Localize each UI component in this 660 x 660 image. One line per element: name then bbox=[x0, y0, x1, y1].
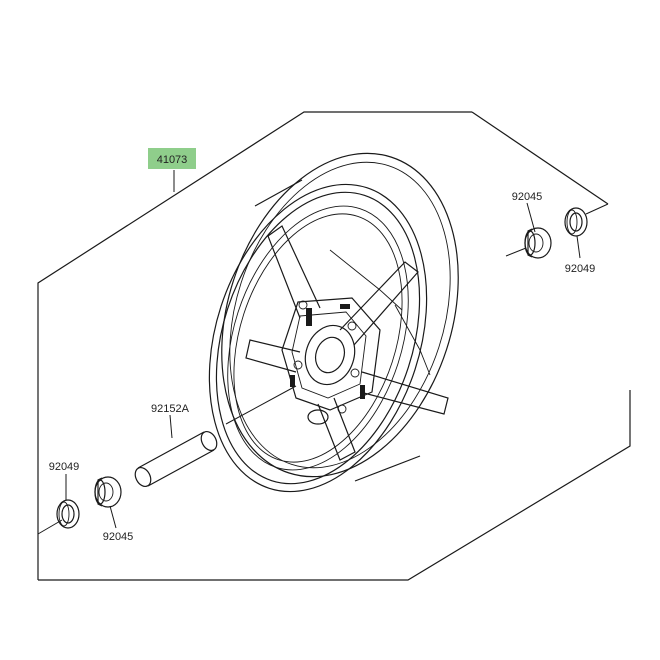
part-label-bearing-left[interactable]: 92045 bbox=[103, 531, 134, 543]
wheel-drawing[interactable] bbox=[172, 123, 498, 520]
part-label-highlight bbox=[148, 148, 196, 169]
part-label-seal-left[interactable]: 92049 bbox=[49, 461, 80, 473]
spacer-tube[interactable] bbox=[132, 429, 220, 489]
seal-left[interactable] bbox=[56, 499, 80, 529]
axis-lines bbox=[37, 203, 609, 535]
wheel-spokes bbox=[245, 225, 449, 461]
part-label-spacer[interactable]: 92152A bbox=[151, 403, 190, 415]
part-label-seal-right[interactable]: 92049 bbox=[565, 263, 596, 275]
leader-lines bbox=[65, 170, 581, 529]
seal-right[interactable] bbox=[564, 207, 588, 237]
assembly-frame bbox=[37, 111, 631, 581]
part-label-bearing-right[interactable]: 92045 bbox=[512, 191, 543, 203]
bearing-right[interactable] bbox=[524, 227, 552, 259]
bearing-left[interactable] bbox=[94, 476, 122, 508]
wheel-hub bbox=[281, 297, 381, 425]
part-label-wheel[interactable]: 41073 bbox=[157, 154, 188, 166]
